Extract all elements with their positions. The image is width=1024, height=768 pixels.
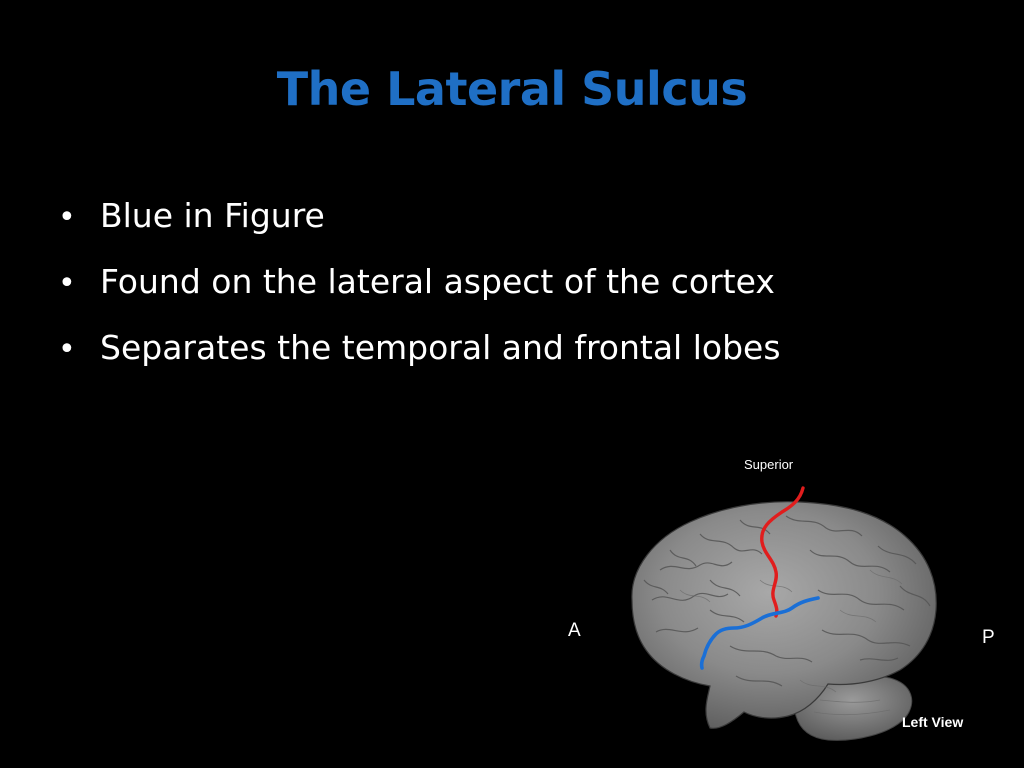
bullet-text: Found on the lateral aspect of the corte… <box>100 262 775 301</box>
anterior-label: A <box>568 620 581 641</box>
bullet-item: • Blue in Figure <box>58 193 958 259</box>
central-sulcus-line <box>760 486 805 618</box>
bullet-dot-icon: • <box>58 200 76 235</box>
bullet-item: • Separates the temporal and frontal lob… <box>58 325 958 391</box>
cerebrum-shape <box>631 501 937 729</box>
bullet-text: Separates the temporal and frontal lobes <box>100 328 781 367</box>
bullet-item: • Found on the lateral aspect of the cor… <box>58 259 958 325</box>
brain-figure: Superior A P Left View <box>560 450 1000 755</box>
bullet-dot-icon: • <box>58 266 76 301</box>
superior-label: Superior <box>744 457 794 472</box>
bullet-text: Blue in Figure <box>100 196 325 235</box>
view-label: Left View <box>902 714 964 730</box>
bullet-dot-icon: • <box>58 332 76 367</box>
gyri-texture <box>643 515 931 687</box>
lateral-sulcus-line <box>699 596 820 670</box>
brain-image <box>631 486 937 741</box>
slide-title: The Lateral Sulcus <box>276 62 748 116</box>
posterior-label: P <box>982 627 995 648</box>
bullet-list: • Blue in Figure • Found on the lateral … <box>58 193 958 391</box>
